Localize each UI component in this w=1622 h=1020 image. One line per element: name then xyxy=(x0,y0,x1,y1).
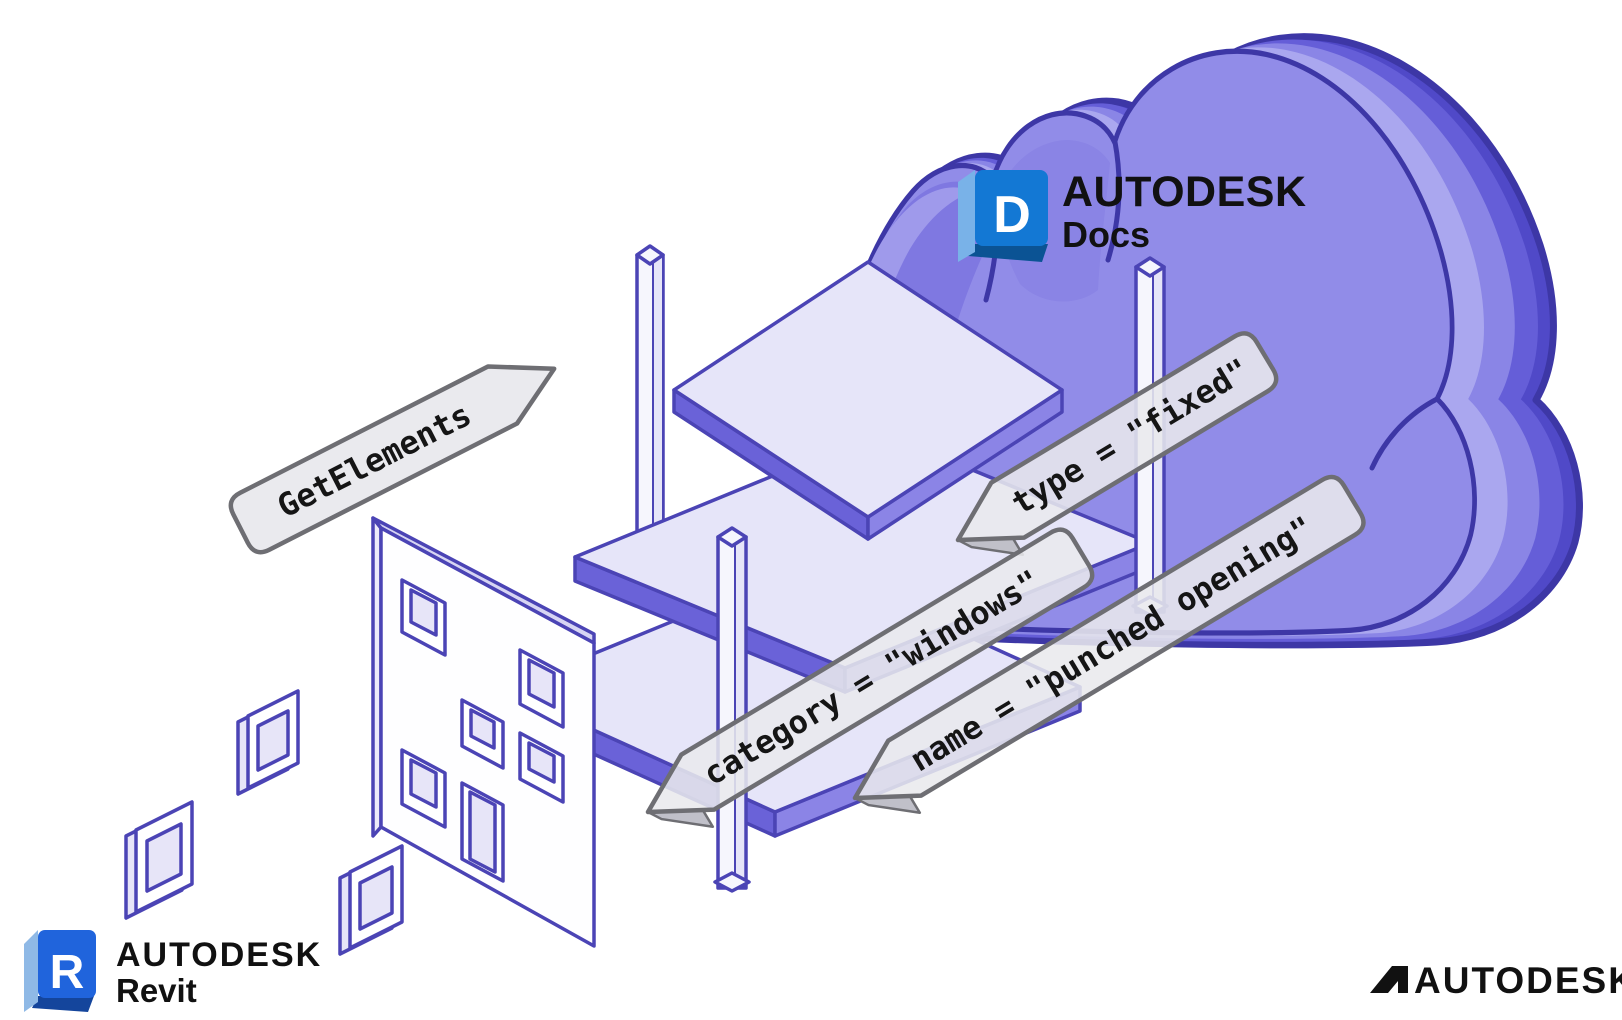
revit-icon xyxy=(38,930,96,998)
docs-icon-letter: D xyxy=(993,186,1031,244)
column-back-left xyxy=(635,244,665,542)
facade-window-upper-left xyxy=(400,578,447,657)
floor-slab-top xyxy=(672,260,1064,541)
autodesk-wordmark: AUTODESK xyxy=(1370,960,1622,1001)
column-front xyxy=(713,526,751,893)
docs-icon-flap xyxy=(958,170,975,262)
facade-window-middle xyxy=(460,698,505,770)
autodesk-logo-mark xyxy=(1370,966,1408,993)
revit-logo: R AUTODESK Revit xyxy=(24,930,322,1012)
docs-icon xyxy=(975,170,1048,246)
revit-brand-text: AUTODESK xyxy=(116,936,322,974)
floating-window-2 xyxy=(124,800,194,920)
autodesk-wordmark-text: AUTODESK xyxy=(1414,960,1622,1001)
building-facade xyxy=(371,516,596,948)
facade-window-lower-left xyxy=(400,748,447,829)
revit-icon-spine xyxy=(32,996,94,1012)
floating-window-3 xyxy=(338,844,404,956)
revit-product-text: Revit xyxy=(116,972,197,1009)
floating-window-1 xyxy=(236,689,300,796)
revit-icon-letter: R xyxy=(50,946,85,999)
facade-window-right-upper xyxy=(518,648,565,729)
revit-icon-flap xyxy=(24,930,38,1012)
banner-getelements: GetElements xyxy=(228,364,557,555)
docs-brand-text: AUTODESK xyxy=(1062,168,1307,216)
facade-door xyxy=(460,781,505,883)
facade-window-right-lower xyxy=(518,731,565,804)
docs-product-text: Docs xyxy=(1062,214,1150,255)
docs-logo: D AUTODESK Docs xyxy=(958,168,1307,262)
docs-icon-spine xyxy=(968,244,1048,262)
